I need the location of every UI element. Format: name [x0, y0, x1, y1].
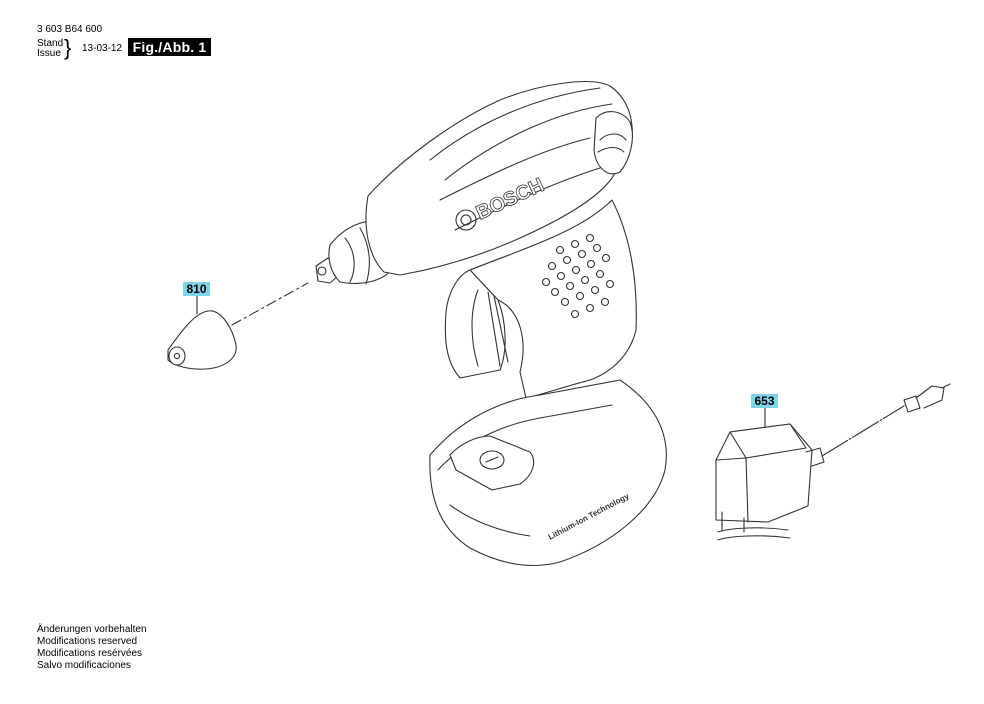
stand-label: Stand	[37, 38, 64, 49]
part-number: 3 603 B64 600	[37, 24, 103, 35]
charger-part	[715, 383, 951, 541]
callout-810: 810	[183, 282, 210, 296]
brace-symbol: }	[64, 35, 72, 60]
footer-note-en: Modifications reserved	[37, 636, 138, 647]
assembly-line-810	[231, 282, 309, 326]
issue-date: 13-03-12	[82, 43, 123, 54]
glue-gun-body	[315, 81, 667, 567]
issue-label: Issue	[37, 48, 61, 59]
footer-note-de: Änderungen vorbehalten	[37, 624, 147, 635]
battery-technology-text: Lithium-Ion Technology	[547, 491, 631, 541]
footer-note-es: Salvo modificaciones	[37, 660, 131, 671]
bosch-logo-text: BOSCH	[473, 174, 548, 224]
nozzle-part	[167, 310, 237, 370]
callout-653: 653	[751, 394, 778, 408]
figure-label: Fig./Abb. 1	[128, 38, 211, 56]
footer-note-fr: Modifications resérvées	[37, 648, 143, 659]
